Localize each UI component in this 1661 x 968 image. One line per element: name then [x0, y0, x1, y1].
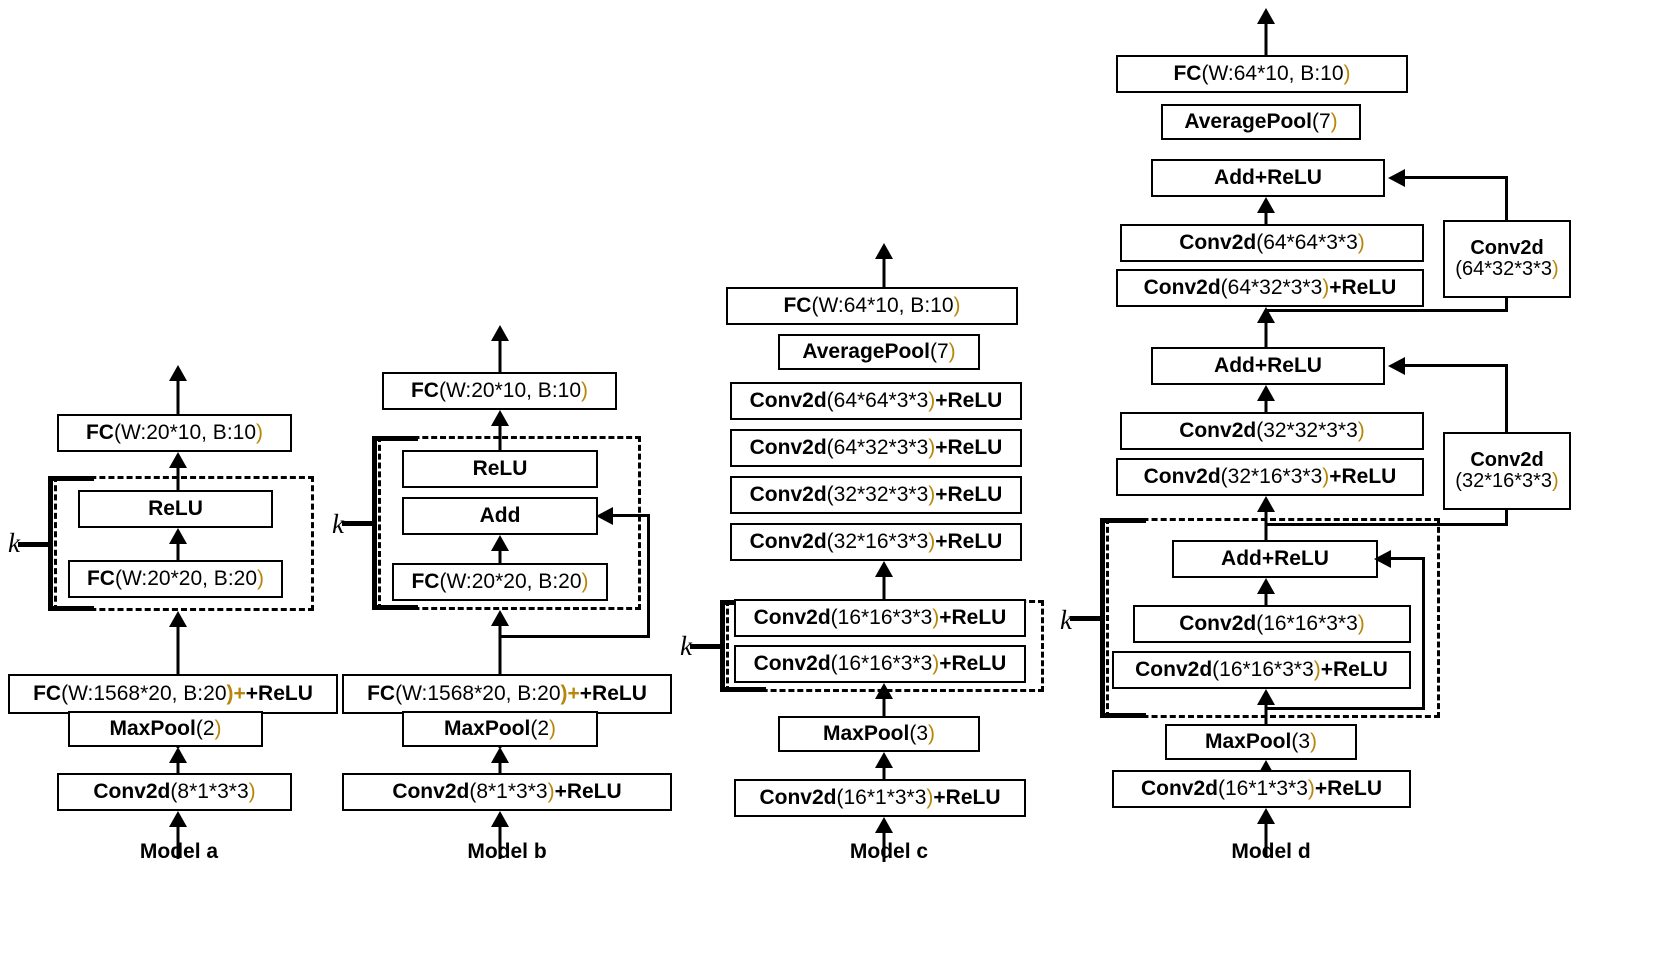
model-d-k-bracket [1070, 518, 1146, 718]
model-c-conv-input: Conv2d(16*1*3*3)+ReLU [734, 779, 1026, 817]
model-a-k-bracket [18, 476, 94, 611]
model-d-k-skip-h-top [1390, 557, 1425, 560]
model-d-shortcut-top-arrowhead [1388, 169, 1405, 187]
model-d-label: Model d [1231, 840, 1311, 863]
model-a-arrow-fcin-to-block [168, 611, 188, 674]
model-c-conv-32-16: Conv2d(32*16*3*3)+ReLU [730, 523, 1022, 561]
model-d-add-relu-mid: Add+ReLU [1151, 347, 1385, 385]
model-d-shortcut-conv-32-16: Conv2d (32*16*3*3) [1443, 432, 1571, 510]
model-d-shortcut-conv-64-32-params: (64*32*3*3) [1455, 258, 1559, 280]
model-d-k-skip-h-bottom [1266, 707, 1425, 710]
model-b-maxpool: MaxPool(2) [402, 711, 598, 747]
model-a-label: Model a [139, 840, 219, 863]
model-d-shortcut-mid-v [1505, 364, 1508, 432]
model-b-skip-vertical [647, 516, 650, 638]
model-d-input-arrow [1256, 808, 1276, 856]
model-d-shortcut-mid-input-v [1505, 510, 1508, 526]
model-d-add-relu-top: Add+ReLU [1151, 159, 1385, 197]
model-b-input-arrow [490, 811, 510, 859]
model-d-arrow-conv3232-to-addmid [1256, 385, 1276, 413]
model-d-shortcut-top-v [1505, 176, 1508, 220]
model-c-maxpool: MaxPool(3) [778, 716, 980, 752]
model-c-conv-16-16-b: Conv2d(16*16*3*3)+ReLU [734, 645, 1026, 683]
model-a-k-label: k [8, 528, 20, 558]
model-b-conv-input: Conv2d(8*1*3*3)+ReLU [342, 773, 672, 811]
model-b-fc-input: FC(W:1568*20, B:20)++ReLU [342, 674, 672, 714]
model-c-output-arrow [874, 243, 894, 288]
model-d-output-arrow [1256, 8, 1276, 56]
model-d-k-skip-arrowhead [1374, 550, 1391, 568]
model-c-fc-output: FC(W:64*10, B:10) [726, 287, 1018, 325]
model-c-arrow-pool-to-block [874, 683, 894, 719]
model-a-input-arrow [168, 811, 188, 859]
model-b-label: Model b [467, 840, 547, 863]
model-d-shortcut-mid-h [1404, 364, 1508, 367]
model-d-conv-64-64: Conv2d(64*64*3*3) [1120, 224, 1424, 262]
model-a-arrow-conv-to-pool [168, 747, 188, 777]
model-b-relu: ReLU [402, 450, 598, 488]
model-a-repeat-region [54, 476, 314, 611]
model-d-arrow-conv6464-to-add [1256, 197, 1276, 225]
model-d-shortcut-mid-input-h [1266, 523, 1508, 526]
model-b-output-arrow [490, 325, 510, 373]
model-b-fc-hidden: FC(W:20*20, B:20) [392, 563, 608, 601]
model-d-avgpool: AveragePool(7) [1161, 104, 1361, 140]
model-b-skip-horizontal-bottom [500, 635, 650, 638]
model-d-shortcut-top-input-h [1266, 309, 1508, 312]
model-d-shortcut-conv-64-32: Conv2d (64*32*3*3) [1443, 220, 1571, 298]
model-d-conv-32-16: Conv2d(32*16*3*3)+ReLU [1116, 458, 1424, 496]
model-a-fc-hidden: FC(W:20*20, B:20) [68, 560, 283, 598]
model-c-arrow-block-to-conv3216 [874, 561, 894, 603]
model-c-conv-16-16-a: Conv2d(16*16*3*3)+ReLU [734, 599, 1026, 637]
model-c-arrow-conv-to-pool [874, 752, 894, 782]
model-b-repeat-region [378, 436, 641, 610]
model-d-k-label: k [1060, 605, 1072, 635]
model-b-arrow-fcin-to-block [490, 610, 510, 674]
model-a-relu: ReLU [78, 490, 273, 528]
model-c-k-label: k [680, 631, 692, 661]
model-d-shortcut-top-input-v [1505, 298, 1508, 312]
model-b-k-label: k [332, 509, 344, 539]
model-d-conv-input: Conv2d(16*1*3*3)+ReLU [1112, 770, 1411, 808]
model-d-shortcut-conv-32-16-params: (32*16*3*3) [1455, 470, 1559, 492]
model-d-k-skip-v [1422, 558, 1425, 710]
model-d-conv-32-32: Conv2d(32*32*3*3) [1120, 412, 1424, 450]
model-d-arrow-block-to-conv3216 [1256, 496, 1276, 542]
model-c-input-arrow [874, 817, 894, 862]
model-d-arrow-pool-to-block [1256, 689, 1276, 727]
model-d-repeat-region [1106, 518, 1440, 718]
model-d-maxpool: MaxPool(3) [1165, 724, 1357, 760]
model-b-arrow-conv-to-pool [490, 747, 510, 777]
model-d-conv-16-16-a: Conv2d(16*16*3*3) [1133, 605, 1411, 643]
model-d-conv-64-32: Conv2d(64*32*3*3)+ReLU [1116, 269, 1424, 307]
model-a-arrow-relu-to-fcout [168, 452, 188, 490]
model-a-output-arrow [168, 365, 188, 415]
model-d-add-relu-k: Add+ReLU [1172, 540, 1378, 578]
model-a-fc-output: FC(W:20*10, B:10) [57, 414, 292, 452]
model-b-skip-arrowhead [596, 507, 613, 525]
model-c-conv-64-32: Conv2d(64*32*3*3)+ReLU [730, 429, 1022, 467]
model-a-conv-input: Conv2d(8*1*3*3) [57, 773, 292, 811]
model-d-arrow-conv1616-to-addk [1256, 578, 1276, 606]
model-b-add: Add [402, 497, 598, 535]
model-c-conv-64-64: Conv2d(64*64*3*3)+ReLU [730, 382, 1022, 420]
model-c-conv-32-32: Conv2d(32*32*3*3)+ReLU [730, 476, 1022, 514]
model-b-arrow-relu-to-fcout [490, 410, 510, 450]
model-b-skip-horizontal-top [612, 514, 650, 517]
model-b-k-bracket [342, 436, 418, 610]
model-c-label: Model c [849, 840, 929, 863]
model-a-maxpool: MaxPool(2) [68, 711, 263, 747]
model-d-shortcut-mid-arrowhead [1388, 357, 1405, 375]
model-c-avgpool: AveragePool(7) [778, 334, 980, 370]
model-d-conv-16-16-b: Conv2d(16*16*3*3)+ReLU [1112, 651, 1411, 689]
model-d-fc-output: FC(W:64*10, B:10) [1116, 55, 1408, 93]
model-a-arrow-fch-to-relu [168, 528, 188, 560]
model-b-arrow-fch-to-add [490, 535, 510, 568]
model-a-fc-input: FC(W:1568*20, B:20)++ReLU [8, 674, 338, 714]
model-d-arrow-addmid-to-conv6432 [1256, 307, 1276, 347]
model-d-shortcut-top-h [1404, 176, 1508, 179]
model-b-fc-output: FC(W:20*10, B:10) [382, 372, 617, 410]
